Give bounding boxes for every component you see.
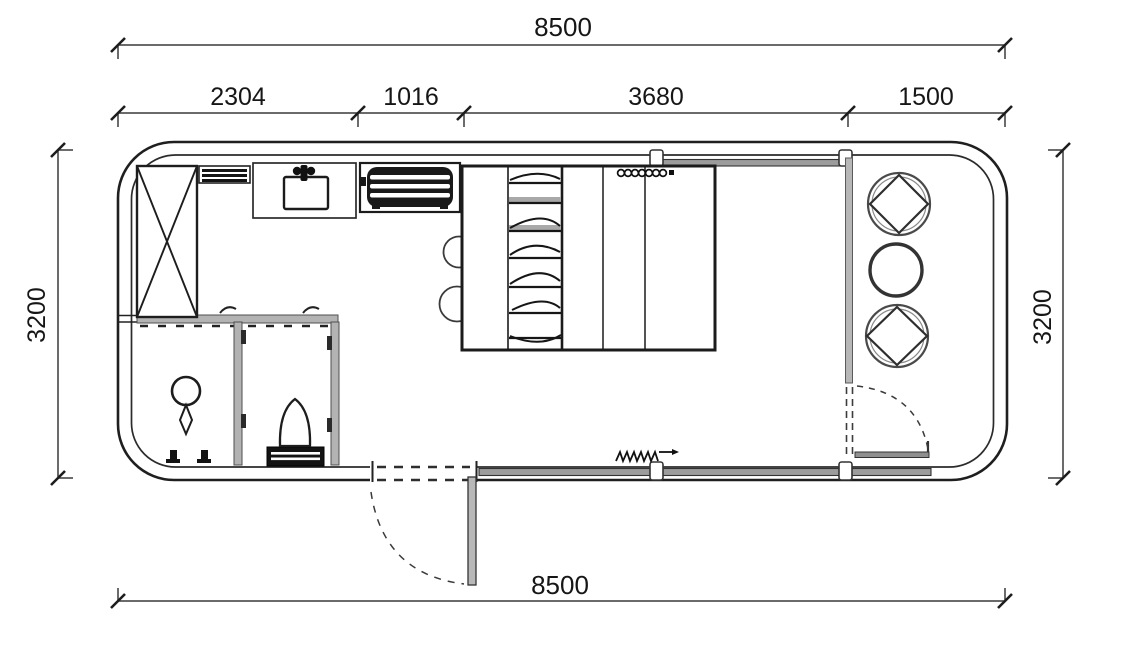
table-icon	[868, 242, 924, 298]
entry-door-swing-arc	[370, 491, 465, 585]
cooktop-icon	[358, 161, 462, 214]
dim-label-right: 3200	[1029, 289, 1057, 345]
chair-icon-1	[866, 171, 932, 237]
vent-icon	[198, 165, 251, 184]
bathroom-partition-right	[330, 321, 340, 466]
curtain-icon-bottom	[615, 449, 679, 464]
curtain-icon-top	[616, 168, 674, 178]
shower-icon	[166, 375, 211, 463]
chair-icon-2	[864, 303, 930, 369]
wall-connector-bottom-left	[649, 461, 664, 481]
bed-icon	[460, 164, 717, 352]
dim-label-segment-2: 1016	[383, 83, 439, 111]
bathroom	[119, 306, 340, 467]
wall-connector-bottom-right	[838, 461, 853, 481]
dimension-bottom-overall	[110, 588, 1013, 609]
interior-door	[845, 385, 930, 458]
window-bottom	[478, 467, 932, 477]
entry-door	[370, 458, 478, 586]
glass-partition-right	[845, 157, 853, 384]
dim-label-bottom-overall: 8500	[531, 570, 589, 600]
dim-label-segment-4: 1500	[898, 83, 954, 111]
dim-label-top-overall: 8500	[534, 12, 592, 42]
wall-connector-top-left	[649, 149, 664, 167]
dim-label-left: 3200	[23, 287, 51, 343]
dimension-top-overall	[110, 37, 1013, 59]
entry-door-leaf	[467, 476, 477, 586]
interior-door-swing-arc	[856, 385, 929, 450]
interior-door-leaf	[854, 451, 930, 458]
dim-label-segment-3: 3680	[628, 83, 684, 111]
bed-blanket-detail	[509, 172, 562, 343]
dimension-right	[1048, 142, 1071, 486]
dimension-top-segments	[110, 105, 1013, 127]
dim-label-segment-1: 2304	[210, 83, 266, 111]
wardrobe-icon	[135, 164, 199, 319]
toilet-icon	[266, 397, 325, 467]
sink-icon	[252, 162, 357, 219]
bathroom-partition-mid	[233, 321, 243, 466]
dimension-left	[50, 142, 73, 486]
